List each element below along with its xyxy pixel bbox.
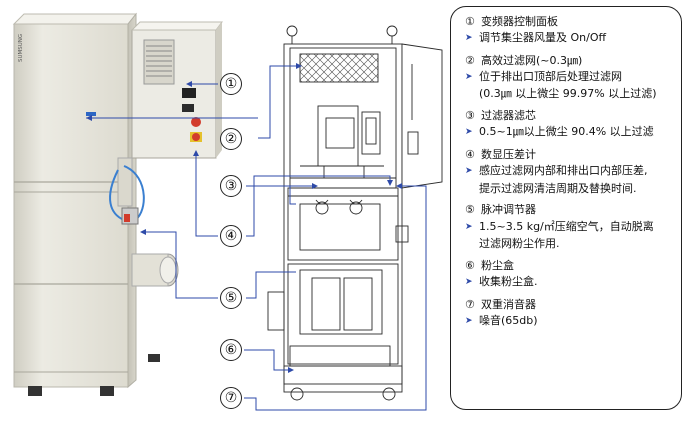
- legend-label: 高效过滤网(~0.3㎛): [481, 54, 583, 67]
- legend-marker: ④: [465, 148, 475, 162]
- arrow-bullet-icon: ➤: [465, 276, 473, 287]
- legend-item-6: ⑥ 粉尘盒: [465, 259, 673, 272]
- callout-4: ④: [220, 225, 242, 247]
- legend-marker: ②: [465, 54, 475, 67]
- legend-item-3: ③ 过滤器滤芯: [465, 109, 673, 122]
- legend-label: 变频器控制面板: [481, 15, 558, 28]
- legend-detail-text: (0.3㎛ 以上微尘 99.97% 以上过滤): [479, 87, 657, 101]
- legend-label: 粉尘盒: [481, 258, 514, 272]
- legend-detail: ➤ 调节集尘器风量及 On/Off: [465, 31, 673, 45]
- cabinet-top: [12, 13, 138, 25]
- legend-label: 数显压差计: [481, 148, 536, 162]
- legend-detail-text: 位于排出口顶部后处理过滤网: [479, 70, 622, 84]
- legend-detail-text: 1.5~3.5 kg/㎡压缩空气，自动脱离: [479, 219, 654, 233]
- legend-detail-text: 收集粉尘盒.: [479, 274, 538, 288]
- legend-item-2: ② 高效过滤网(~0.3㎛): [465, 54, 673, 67]
- cabinet-body: [13, 23, 129, 388]
- legend-detail-text: 调节集尘器风量及 On/Off: [479, 31, 607, 45]
- legend-marker: ⑦: [465, 297, 475, 311]
- arrow-bullet-icon: ➤: [465, 33, 473, 44]
- component-legend: ① 变频器控制面板 ➤ 调节集尘器风量及 On/Off ② 高效过滤网(~0.3…: [450, 6, 682, 410]
- legend-detail: ➤ 噪音(65db): [465, 314, 673, 328]
- legend-detail: ➤ 1.5~3.5 kg/㎡压缩空气，自动脱离: [465, 220, 673, 234]
- callout-6: ⑥: [220, 339, 242, 361]
- legend-marker: ⑥: [465, 258, 475, 272]
- legend-detail: 提示过滤网清洁周期及替换时间.: [465, 182, 673, 195]
- legend-detail: ➤ 感应过滤网内部和排出口内部压差,: [465, 164, 673, 178]
- legend-item-5: ⑤ 脉冲调节器: [465, 203, 673, 216]
- callout-5: ⑤: [220, 287, 242, 309]
- legend-detail-text: 噪音(65db): [479, 313, 538, 327]
- legend-marker: ③: [465, 109, 475, 123]
- legend-item-1: ① 变频器控制面板: [465, 15, 673, 28]
- arrow-bullet-icon: ➤: [465, 315, 473, 326]
- callout-7: ⑦: [220, 387, 242, 409]
- machine-photo: SUMSUNG: [12, 12, 223, 396]
- arrow-bullet-icon: ➤: [465, 166, 473, 177]
- legend-detail-text: 0.5~1㎛以上微尘 90.4% 以上过滤: [479, 125, 654, 139]
- arrow-bullet-icon: ➤: [465, 72, 473, 83]
- legend-detail: ➤ 收集粉尘盒.: [465, 275, 673, 289]
- legend-detail: (0.3㎛ 以上微尘 99.97% 以上过滤): [465, 87, 673, 100]
- leader-lines: [86, 63, 427, 411]
- callout-2: ②: [220, 128, 242, 150]
- legend-label: 双重消音器: [481, 297, 536, 311]
- legend-detail-text: 提示过滤网清洁周期及替换时间.: [479, 181, 637, 195]
- hepa-filter-drawing: [299, 53, 379, 83]
- legend-label: 过滤器滤芯: [481, 109, 536, 123]
- legend-detail: ➤ 0.5~1㎛以上微尘 90.4% 以上过滤: [465, 125, 673, 139]
- arrow-bullet-icon: ➤: [465, 221, 473, 232]
- legend-item-7: ⑦ 双重消音器: [465, 298, 673, 311]
- legend-marker: ①: [465, 15, 475, 28]
- callout-3: ③: [220, 175, 242, 197]
- legend-marker: ⑤: [465, 203, 475, 217]
- legend-detail-text: 感应过滤网内部和排出口内部压差,: [479, 164, 648, 178]
- technical-drawing: [267, 25, 443, 401]
- legend-detail-text: 过滤网粉尘作用.: [479, 236, 560, 250]
- legend-item-4: ④ 数显压差计: [465, 148, 673, 161]
- brand-label: SUMSUNG: [18, 34, 24, 62]
- callout-1: ①: [220, 73, 242, 95]
- legend-detail: ➤ 位于排出口顶部后处理过滤网: [465, 70, 673, 84]
- legend-detail: 过滤网粉尘作用.: [465, 237, 673, 250]
- legend-label: 脉冲调节器: [481, 203, 536, 217]
- arrow-bullet-icon: ➤: [465, 127, 473, 138]
